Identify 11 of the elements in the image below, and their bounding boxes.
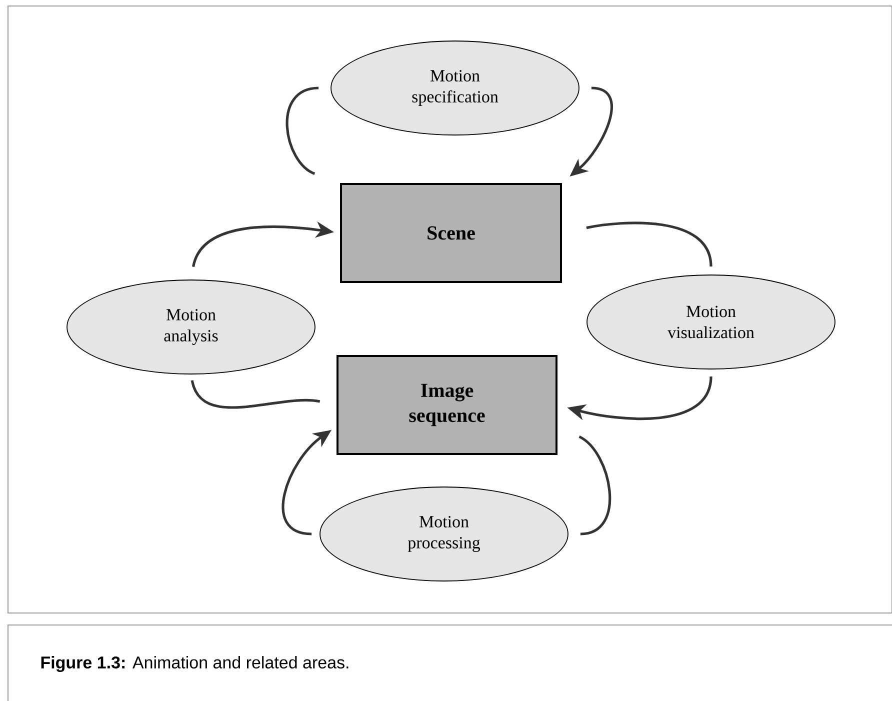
curved-line: [586, 222, 712, 267]
ellipse-node: Motion processing: [320, 486, 568, 582]
curved-line: [286, 86, 319, 175]
ellipse-node: Motion specification: [330, 40, 580, 136]
curved-line: [190, 380, 320, 409]
curved-line: [578, 436, 612, 536]
process-box: Scene: [340, 183, 562, 283]
process-box: Image sequence: [336, 355, 558, 455]
ellipse-node: Motion visualization: [586, 274, 836, 370]
ellipse-node: Motion analysis: [66, 280, 316, 374]
caption: Figure 1.3: Animation and related areas.: [41, 656, 348, 672]
